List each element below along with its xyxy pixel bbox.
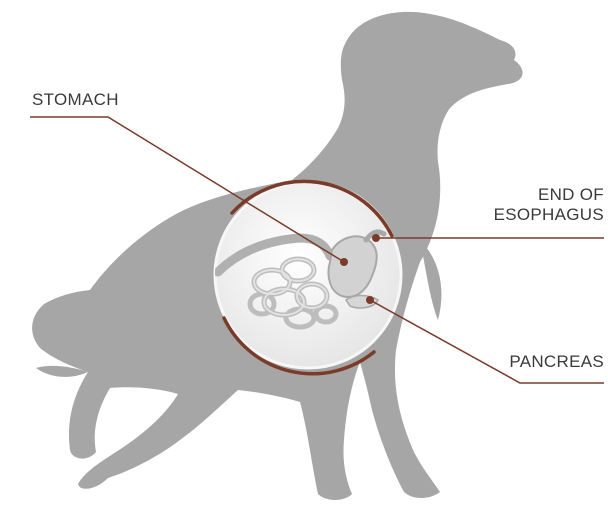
esophagus-label-line2: ESOPHAGUS bbox=[494, 205, 604, 225]
pancreas-dot bbox=[366, 296, 374, 304]
esophagus-label-line1: END OF bbox=[494, 185, 604, 205]
pancreas-label: PANCREAS bbox=[509, 352, 604, 372]
esophagus-label: END OF ESOPHAGUS bbox=[494, 185, 604, 225]
stomach-dot bbox=[340, 258, 348, 266]
stomach-label: STOMACH bbox=[32, 90, 119, 110]
esophagus-dot bbox=[372, 234, 380, 242]
